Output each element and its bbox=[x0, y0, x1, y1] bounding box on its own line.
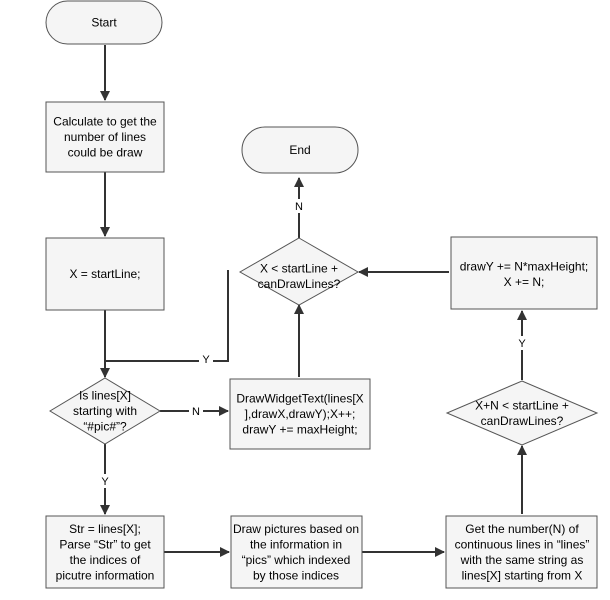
start-label: Start bbox=[91, 16, 117, 30]
label-range-yes: Y bbox=[202, 354, 210, 366]
node-text-line: X = startLine; bbox=[69, 267, 140, 281]
get-n-process bbox=[445, 515, 598, 589]
update-process bbox=[450, 236, 598, 310]
label-n-yes: Y bbox=[518, 338, 526, 350]
x-start-process bbox=[45, 237, 165, 311]
node-text-line: Start bbox=[91, 16, 117, 30]
n-decision bbox=[445, 380, 599, 446]
node-text-line: could be draw bbox=[68, 146, 143, 160]
node-text-line: drawY += maxHeight; bbox=[242, 423, 357, 437]
edge-condrange-yes-loop bbox=[105, 270, 229, 362]
node-text-line: “pics” which indexed bbox=[242, 553, 351, 567]
label-pic-no: N bbox=[192, 406, 200, 418]
node-text-line: Draw pictures based on bbox=[233, 522, 359, 536]
edge-labels: N Y N Y Y bbox=[98, 199, 529, 488]
node-text-line: the information in bbox=[250, 537, 342, 551]
range-decision bbox=[238, 237, 360, 306]
node-text-line: canDrawLines? bbox=[481, 414, 564, 428]
x-start-label: X = startLine; bbox=[69, 267, 140, 281]
node-text-line: End bbox=[289, 143, 310, 157]
node-text-line: with the same string as bbox=[460, 553, 584, 567]
node-text-line: ],drawX,drawY);X++; bbox=[245, 407, 356, 421]
range-decision-label: X < startLine + canDrawLines? bbox=[258, 261, 341, 291]
draw-pics-process bbox=[230, 515, 363, 589]
node-text-line: continuous lines in “lines” bbox=[455, 537, 590, 551]
start-terminal bbox=[45, 0, 163, 45]
node-text-line: Get the number(N) of bbox=[465, 522, 579, 536]
calc-process bbox=[45, 101, 165, 173]
node-text-line: Str = lines[X]; bbox=[69, 522, 141, 536]
node-text-line: drawY += N*maxHeight; bbox=[460, 259, 589, 273]
node-text-line: Parse “Str” to get bbox=[59, 537, 151, 551]
label-pic-yes: Y bbox=[101, 476, 109, 488]
update-label: drawY += N*maxHeight; X += N; bbox=[460, 259, 589, 289]
node-text-line: starting with bbox=[73, 404, 137, 418]
node-text-line: DrawWidgetText(lines[X bbox=[236, 392, 363, 406]
node-text-line: X+N < startLine + bbox=[475, 398, 569, 412]
pic-decision bbox=[49, 377, 161, 445]
node-text-line: Is lines[X] bbox=[79, 389, 131, 403]
parse-process bbox=[45, 515, 165, 589]
pic-decision-label: Is lines[X]starting with “#pic#”? bbox=[73, 389, 137, 434]
draw-text-process bbox=[229, 378, 371, 450]
end-label: End bbox=[289, 143, 310, 157]
node-text-line: “#pic#”? bbox=[83, 420, 127, 434]
node-text-line: canDrawLines? bbox=[258, 277, 341, 291]
node-text-line: picutre information bbox=[56, 568, 155, 582]
label-range-no: N bbox=[295, 201, 303, 213]
parse-label: Str = lines[X];Parse “Str” to get the ind… bbox=[56, 522, 155, 583]
node-text-line: the indices of bbox=[70, 553, 141, 567]
node-text-line: lines[X] starting from X bbox=[462, 568, 583, 582]
n-decision-label: X+N < startLine + canDrawLines? bbox=[475, 398, 569, 428]
node-text-line: X += N; bbox=[504, 275, 545, 289]
node-text-line: Calculate to get the bbox=[53, 115, 157, 129]
node-text-line: by those indices bbox=[253, 568, 339, 582]
node-text-line: X < startLine + bbox=[260, 261, 338, 275]
end-terminal bbox=[241, 126, 359, 174]
node-text-line: number of lines bbox=[64, 130, 146, 144]
draw-text-label: DrawWidgetText(lines[X],drawX,drawY);X++… bbox=[236, 392, 363, 437]
